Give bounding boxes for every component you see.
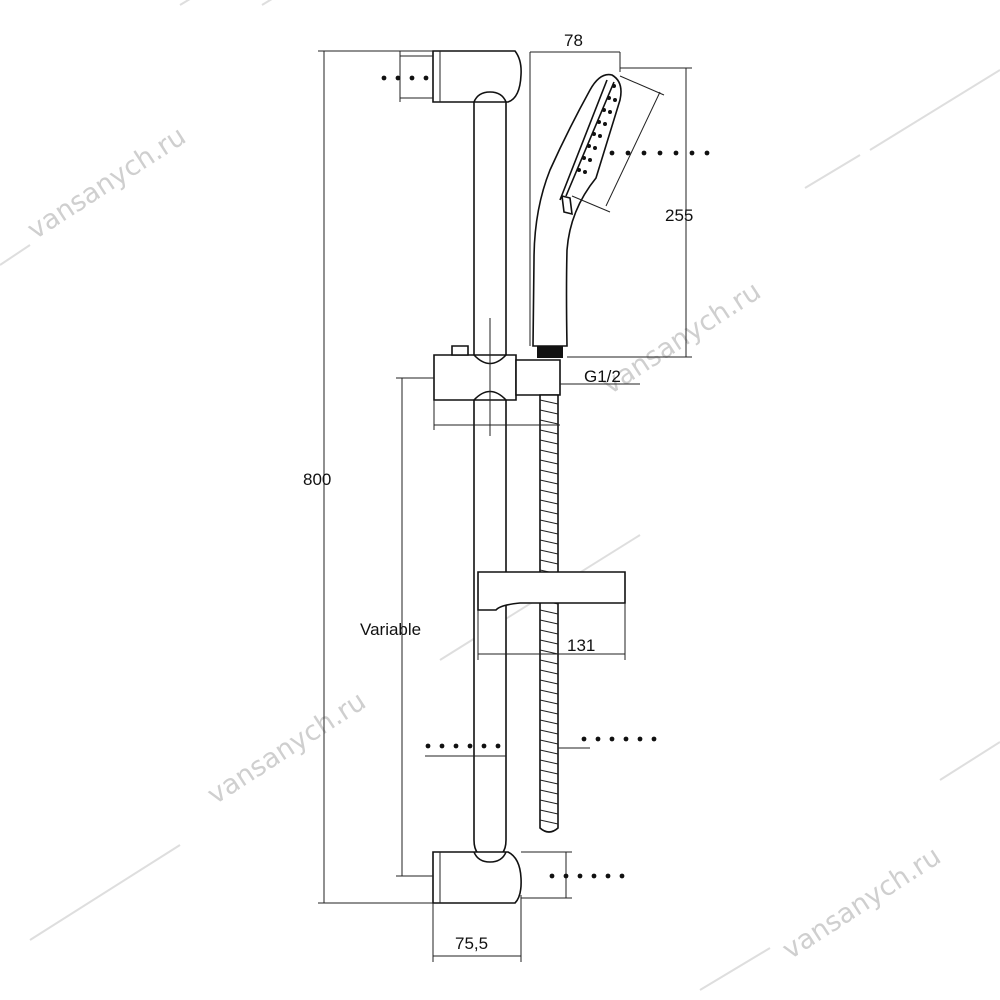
slide-rail	[473, 89, 507, 859]
watermark-2: vansanych.ru	[597, 276, 767, 401]
variable-label: Variable	[360, 620, 421, 639]
watermark-1: vansanych.ru	[22, 121, 192, 246]
bottom-wall-bracket	[432, 851, 522, 904]
dimension-255-label: 255	[665, 206, 693, 225]
dimension-78-label: 78	[564, 31, 583, 50]
section-markers	[381, 75, 710, 879]
slider-holder	[433, 345, 561, 401]
shower-hose	[539, 394, 559, 833]
dimension-131-label: 131	[567, 636, 595, 655]
thread-g12-label: G1/2	[584, 367, 621, 386]
watermark-3: vansanych.ru	[202, 686, 372, 811]
hand-shower	[532, 73, 622, 358]
watermark-4: vansanych.ru	[777, 841, 947, 966]
top-wall-bracket	[432, 50, 522, 103]
dimension-75-5-label: 75,5	[455, 934, 488, 953]
soap-shelf	[477, 571, 626, 611]
dimension-800-label: 800	[303, 470, 331, 489]
dimension-lines	[318, 50, 692, 962]
